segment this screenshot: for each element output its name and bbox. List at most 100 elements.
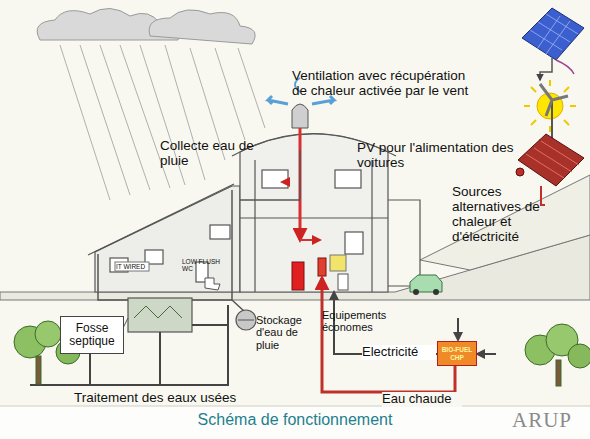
rainwater-pipes-part: [240, 150, 300, 200]
solar-panel: [522, 8, 584, 80]
ventilation-duct-part: [300, 239, 320, 241]
rain-lines: [60, 45, 265, 200]
solar-panel-part: [540, 58, 552, 80]
electricity-line-part: [477, 353, 496, 355]
trees-part: [556, 360, 561, 386]
house-equipment-part: [330, 255, 346, 271]
ground-part: [420, 175, 590, 270]
wastewater-label: Traitement des eaux usées: [74, 390, 264, 405]
wc-symbol: [205, 278, 220, 290]
trees-part: [568, 344, 590, 368]
caption-rule: [0, 406, 590, 407]
solar-panel-part: [522, 8, 584, 60]
house-left-wing-part: [88, 184, 234, 255]
rainwater-tank-part: [236, 310, 256, 330]
house-equipment: [292, 255, 348, 290]
house-equipment-part: [292, 262, 304, 290]
hot-water-pipe: [322, 278, 455, 392]
caption: Schéma de fonctionnement: [0, 411, 590, 429]
wind-cowl-part: [292, 104, 308, 128]
electric-car: [388, 275, 442, 295]
sewer-lines-part: [160, 325, 228, 385]
chp-box: BIO-FUEL CHP: [437, 341, 477, 366]
equipment-label: Equipements économes: [322, 309, 408, 334]
rain-lines-part: [100, 45, 150, 190]
ventilation-duct: [282, 128, 320, 240]
solar-panel-part: [556, 60, 574, 74]
electric-car-part: [433, 289, 439, 295]
trees-part: [35, 321, 61, 347]
alternative-sources-label: Sources alternatives de chaleur et d'éle…: [452, 184, 560, 244]
wind-cowl-part: [268, 96, 288, 104]
hot-water-label: Eau chaude: [382, 392, 462, 407]
house-equipment-part: [338, 274, 348, 290]
house-main-part: [254, 160, 255, 292]
solar-panel-part: [530, 14, 578, 54]
rain-clouds-part: [149, 10, 255, 44]
house-main-part: [345, 232, 363, 254]
rain-collection-label: Collecte eau de pluie: [160, 138, 255, 168]
rain-storage-label: Stockage d'eau de pluie: [256, 314, 312, 351]
septic-tank-box: Fosse septique: [60, 316, 124, 354]
trees-part: [36, 356, 41, 384]
it-sign-part: [115, 262, 149, 271]
sun: [524, 80, 576, 132]
rain-lines-part: [60, 45, 110, 200]
house-equipment-part: [318, 258, 326, 276]
wind-turbine-part: [540, 84, 568, 116]
caption-band: [0, 406, 590, 439]
node-label: Fosse septique: [61, 322, 123, 348]
rain-lines-part: [80, 45, 130, 195]
pv-label: PV pour l'alimentation des voitures: [357, 140, 525, 170]
rainwater-tank: [236, 310, 256, 330]
rain-clouds: [37, 8, 255, 44]
sun-part-part: [531, 87, 536, 92]
house-left-wing-part: [210, 225, 230, 239]
sewer-lines-part: [192, 305, 228, 325]
septic-tank: [122, 298, 192, 332]
sun-part-part: [524, 105, 530, 107]
solar-thermal-collector-part: [526, 141, 579, 178]
sun-part-part: [549, 80, 551, 86]
sun-part-part: [564, 87, 569, 92]
house-main-part: [262, 170, 288, 188]
hot-water-pipe-part: [322, 278, 455, 392]
rain-lines-part: [215, 48, 245, 140]
house-main-part: [240, 217, 388, 218]
sun-part-part: [564, 120, 569, 125]
sun-part-part: [549, 126, 551, 132]
watermark: ARUP: [512, 409, 588, 433]
electricity-label: Electricité: [362, 345, 436, 360]
wc-label: LOW FLUSH WC: [182, 258, 222, 273]
sewer-lines: [30, 305, 228, 385]
electricity-line-part: [457, 318, 459, 340]
house-main-part: [371, 160, 372, 292]
septic-tank-part: [134, 306, 182, 318]
electric-car-part: [388, 286, 410, 287]
ventilation-label: Ventilation avec récupération de chaleur…: [292, 68, 470, 98]
rain-lines-part: [238, 48, 265, 128]
sun-part: [524, 80, 576, 132]
sun-part-part: [570, 105, 576, 107]
solar-thermal-collector-part: [518, 134, 584, 186]
rainwater-tank-part: [238, 320, 254, 321]
solar-thermal-collector-part: [541, 186, 545, 205]
sign-text: IT WIRED: [116, 263, 150, 270]
sun-part-part: [531, 120, 536, 125]
house-left-wing: [88, 184, 240, 292]
electric-car-part: [413, 289, 419, 295]
it-sign: [115, 262, 149, 271]
ventilation-duct-part: [282, 181, 290, 183]
solar-thermal-collector-part: [516, 168, 524, 176]
rainwater-pipes: [98, 150, 300, 312]
wc-symbol-part: [205, 278, 220, 290]
septic-tank-part: [128, 298, 192, 332]
node-label: BIO-FUEL CHP: [438, 346, 476, 360]
house-left-wing-part: [95, 186, 240, 292]
rainwater-pipes-part: [232, 190, 245, 312]
rainwater-pipes-part: [98, 254, 232, 300]
house-main-part: [335, 170, 361, 188]
solar-thermal-collector: [516, 134, 584, 205]
